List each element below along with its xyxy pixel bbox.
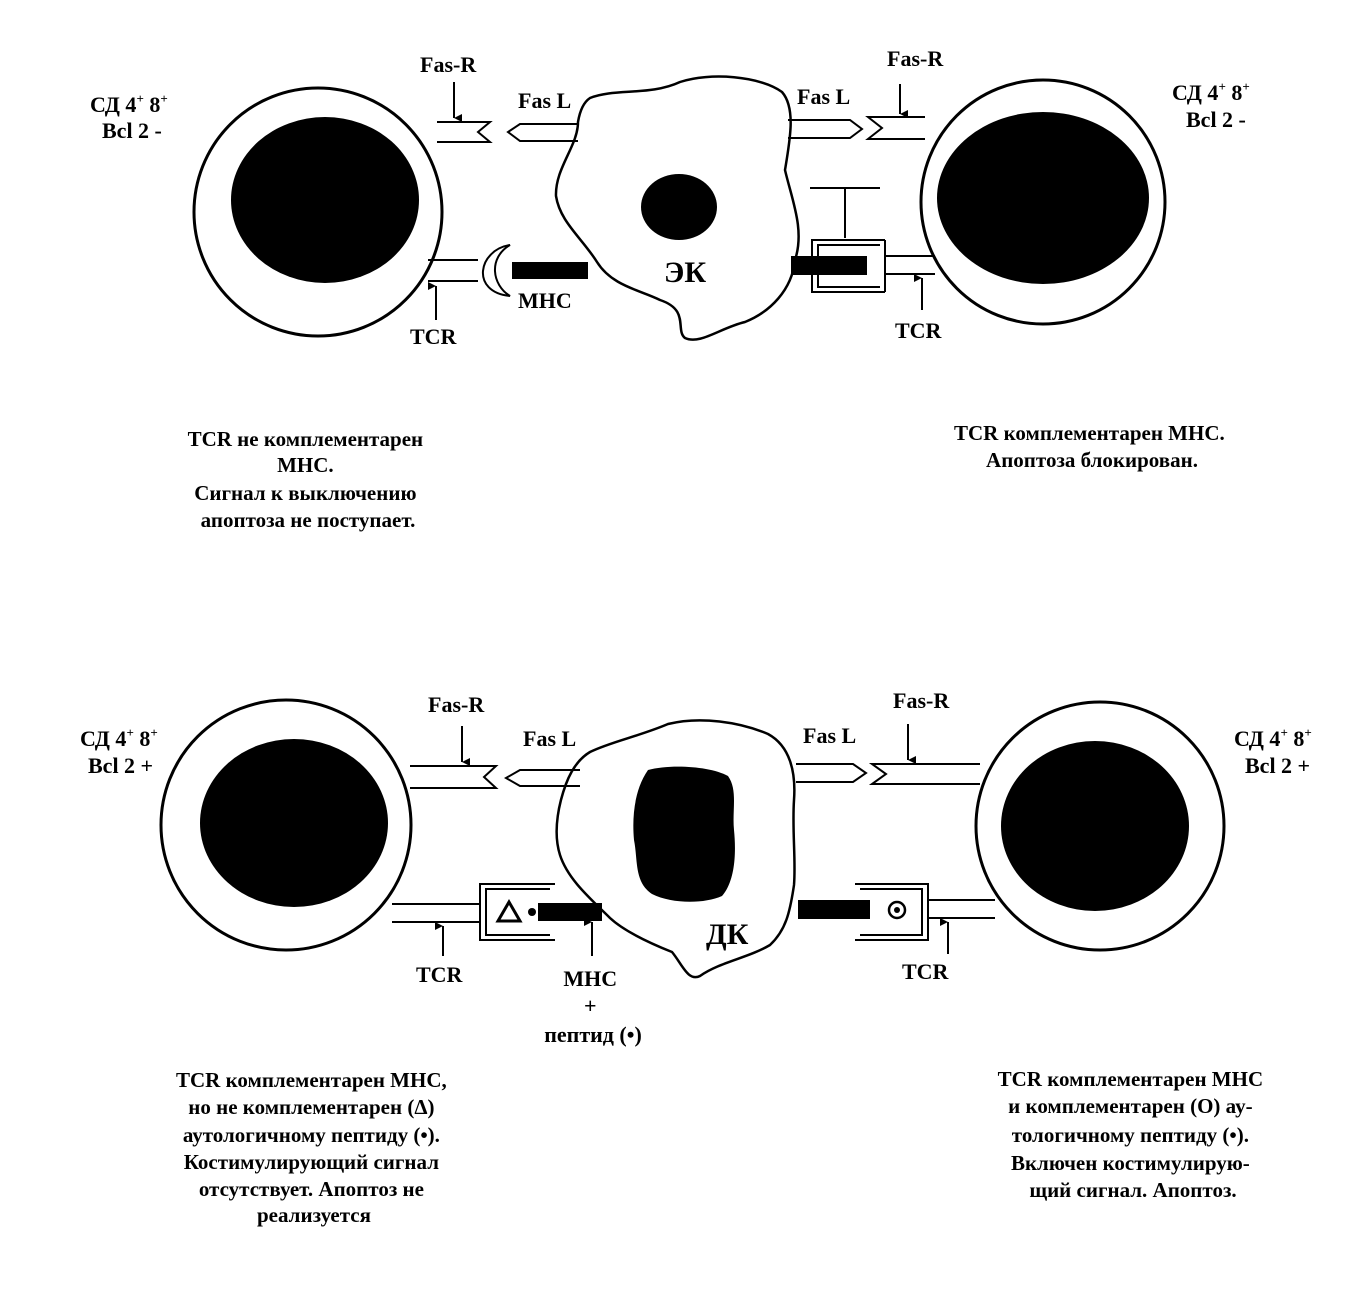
top-right-t-cell bbox=[919, 78, 1167, 326]
bottom-right-cd-label: СД 4+ 8+ bbox=[1234, 725, 1312, 751]
top-panel: СД 4+ 8+ Bcl 2 - СД 4+ 8+ Bcl 2 - Fas-R … bbox=[90, 46, 1250, 532]
bottom-right-fas-ligand bbox=[796, 763, 868, 783]
bottom-fas-l-left-label: Fas L bbox=[523, 726, 576, 751]
top-left-t-cell bbox=[192, 86, 444, 338]
bottom-fas-r-left-label: Fas-R bbox=[428, 692, 485, 717]
dk-nucleus bbox=[633, 766, 735, 902]
bottom-fas-l-right-label: Fas L bbox=[803, 723, 856, 748]
dk-label: ДК bbox=[706, 918, 749, 951]
top-fas-l-left-label: Fas L bbox=[518, 88, 571, 113]
bottom-left-fas-receptor bbox=[410, 765, 499, 789]
top-tcr-left-label: TCR bbox=[410, 324, 458, 349]
bottom-right-peptide-dot bbox=[894, 907, 900, 913]
bottom-left-fas-ligand bbox=[503, 769, 580, 787]
bottom-right-bcl-label: Bcl 2 + bbox=[1245, 753, 1310, 778]
bottom-mhc-peptide-label: MHC + пептид (•) bbox=[544, 966, 642, 1047]
ek-label: ЭК bbox=[664, 256, 706, 289]
top-right-cd-label: СД 4+ 8+ bbox=[1172, 79, 1250, 105]
bottom-panel: СД 4+ 8+ Bcl 2 + СД 4+ 8+ Bcl 2 + Fas-R … bbox=[80, 688, 1312, 1227]
top-right-nucleus bbox=[937, 112, 1149, 284]
top-mhc-label: MHC bbox=[518, 288, 572, 313]
top-left-cd-label: СД 4+ 8+ bbox=[90, 91, 168, 117]
bottom-right-nucleus bbox=[1001, 741, 1189, 911]
top-fas-r-left-label: Fas-R bbox=[420, 52, 477, 77]
ek-nucleus bbox=[641, 174, 717, 240]
triangle-symbol bbox=[495, 899, 523, 923]
top-left-bcl-label: Bcl 2 - bbox=[102, 118, 162, 143]
bottom-fas-r-right-label: Fas-R bbox=[893, 688, 950, 713]
top-block-symbol bbox=[810, 187, 880, 238]
bottom-left-bcl-label: Bcl 2 + bbox=[88, 753, 153, 778]
top-right-tcr-mhc bbox=[791, 187, 935, 293]
top-left-fas-receptor bbox=[437, 121, 493, 143]
bottom-right-caption: TCR комплементарен MHC и комплементарен … bbox=[998, 1067, 1269, 1202]
bottom-left-cd-label: СД 4+ 8+ bbox=[80, 725, 158, 751]
bottom-left-t-cell bbox=[159, 698, 413, 952]
top-left-tcr-mhc bbox=[428, 244, 588, 297]
bottom-left-tcr-mhc bbox=[392, 883, 602, 941]
bottom-left-peptide-dot bbox=[528, 908, 536, 916]
bottom-tcr-left-label: TCR bbox=[416, 962, 464, 987]
circle-symbol bbox=[887, 900, 907, 920]
top-fas-r-right-label: Fas-R bbox=[887, 46, 944, 71]
top-left-caption: TCR не комплементарен MHC. Сигнал к выкл… bbox=[188, 427, 429, 532]
top-mhc-bar-left bbox=[512, 262, 588, 279]
top-left-nucleus bbox=[231, 117, 419, 283]
bottom-tcr-right-label: TCR bbox=[902, 959, 950, 984]
bottom-right-tcr-mhc bbox=[798, 883, 995, 941]
top-left-fas-ligand bbox=[506, 123, 578, 142]
bottom-mhc-bar-right bbox=[798, 900, 870, 919]
top-right-fas-receptor bbox=[865, 116, 925, 140]
top-right-bcl-label: Bcl 2 - bbox=[1186, 107, 1246, 132]
top-right-caption: TCR комплементарен MHC. Апоптоза блокиро… bbox=[954, 421, 1230, 472]
top-fas-l-right-label: Fas L bbox=[797, 84, 850, 109]
bottom-left-caption: TCR комплементарен MHC, но не комплемент… bbox=[176, 1068, 452, 1227]
top-tcr-right-label: TCR bbox=[895, 318, 943, 343]
top-mhc-bar-right bbox=[791, 256, 867, 275]
bottom-left-nucleus bbox=[200, 739, 388, 907]
bottom-right-t-cell bbox=[974, 700, 1226, 952]
top-right-fas-ligand bbox=[788, 119, 864, 139]
bottom-right-fas-receptor bbox=[868, 763, 980, 785]
bottom-mhc-bar-left bbox=[538, 903, 602, 921]
